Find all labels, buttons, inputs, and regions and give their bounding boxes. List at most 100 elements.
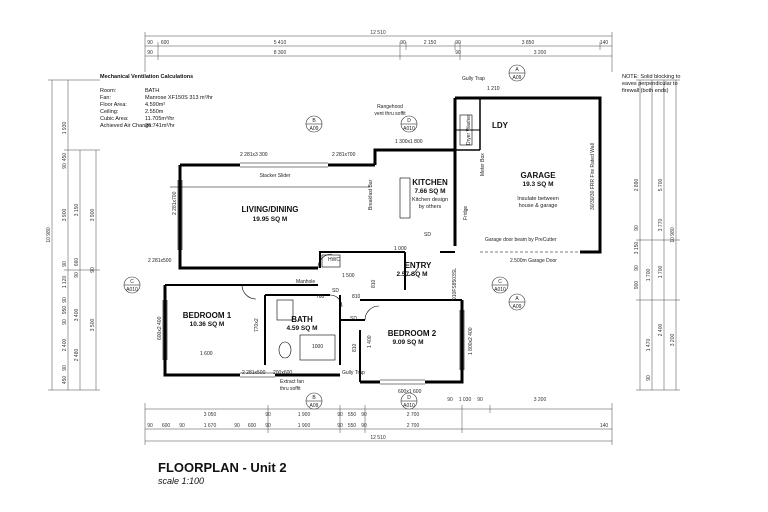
- dim: 1 030: [459, 397, 472, 403]
- room-name-living: LIVING/DINING: [242, 205, 299, 214]
- section-markers: [123, 64, 526, 410]
- dim: 1 120: [62, 276, 68, 289]
- marker-ref: A010: [403, 403, 415, 409]
- firewall-label: 30/30/30 FRR Fire Rated Wall: [590, 143, 596, 210]
- marker-ref: A09: [310, 403, 319, 409]
- dim: 90: [62, 163, 68, 169]
- dim: 3 770: [658, 219, 664, 232]
- dim: 2 700: [407, 412, 420, 418]
- room-name-garage: GARAGE: [520, 171, 556, 180]
- dimension-note: 1 500: [342, 273, 355, 279]
- calc-value: BATH: [145, 88, 159, 94]
- dim: 950: [62, 306, 68, 315]
- marker-letter: B: [312, 395, 316, 401]
- dim: 8 300: [274, 50, 287, 56]
- dim: 600: [161, 40, 170, 46]
- meter-box-label: Meter Box: [480, 153, 486, 176]
- dim: 90: [62, 319, 68, 325]
- dim: 600: [248, 423, 257, 429]
- room-name-entry: ENTRY: [405, 261, 432, 270]
- dim-overall-bottom: 12 510: [370, 435, 386, 441]
- dim: 3 200: [670, 334, 676, 347]
- calc-heading: Mechanical Ventilation Calculations: [100, 74, 193, 80]
- dimension-note: 1000: [312, 344, 323, 350]
- dim: 3 150: [74, 204, 80, 217]
- window-size: 200x600: [273, 370, 292, 376]
- breakfast-bar-label: Breakfast Bar: [368, 179, 374, 210]
- extract-fan-label: Extract fan: [280, 379, 304, 385]
- door-size: 810: [352, 343, 358, 352]
- dim: 2 400: [62, 339, 68, 352]
- window-size: 770x2: [254, 318, 260, 332]
- marker-letter: D: [407, 395, 411, 401]
- dim: 90: [361, 423, 367, 429]
- dim: 2 700: [407, 423, 420, 429]
- top-dimensions: 12 510 90 600 5 410 90 2 150 90 3 850 14…: [147, 30, 608, 56]
- dim-overall-top: 12 510: [370, 30, 386, 36]
- dim: 3 900: [62, 209, 68, 222]
- dim: 5 410: [274, 40, 287, 46]
- dim: 90: [455, 50, 461, 56]
- dim: 90: [337, 423, 343, 429]
- dryer-label: Dryer Washer: [466, 114, 472, 145]
- calc-value: 11.705m³/hr: [145, 116, 174, 122]
- calc-value: 26.741m³/hr: [145, 123, 175, 129]
- dim: 90: [455, 40, 461, 46]
- fridge-label: Fridge: [463, 206, 469, 220]
- dim: 90: [265, 412, 271, 418]
- door-size: 810: [352, 294, 361, 300]
- drawing-scale: scale 1:100: [158, 476, 205, 486]
- window-size: 2 281x500: [242, 370, 266, 376]
- stacker-slider-label: Stacker Slider: [259, 173, 290, 179]
- dim: 1 900: [298, 423, 311, 429]
- bottom-dimensions: 3 050 90 1 900 90 550 90 2 700 90 1 030 …: [147, 397, 608, 441]
- dim: 90: [62, 261, 68, 267]
- rangehood-label: vent thru soffit: [374, 111, 406, 117]
- rangehood-label: Rangehood: [377, 104, 403, 110]
- marker-letter: A: [515, 67, 519, 73]
- room-area-kitchen: 7.66 SQ M: [414, 188, 445, 195]
- window-size: 2 281x700: [332, 152, 356, 158]
- gully-trap-bottom: Gully Trap: [342, 370, 365, 376]
- dim: 5 700: [658, 179, 664, 192]
- note-line: firewall (both ends): [622, 88, 669, 94]
- dim: 140: [600, 40, 609, 46]
- dim: 90: [74, 272, 80, 278]
- calc-label: Cubic Area:: [100, 116, 129, 122]
- opening-sizes: 2 281x3 300 2 281x700 1 300x1 800 2 281x…: [148, 86, 500, 395]
- door-size: 810: [371, 279, 377, 288]
- dim: 450: [62, 376, 68, 385]
- dim: 90: [265, 423, 271, 429]
- dim: 900: [634, 281, 640, 290]
- dim: 90: [234, 423, 240, 429]
- dim: 90: [62, 297, 68, 303]
- window-size: 1 800x2 400: [468, 327, 474, 355]
- garage-door-label: 2.500m Garage Door: [510, 258, 557, 264]
- smoke-detector: SD: [424, 232, 431, 238]
- dim: 3 850: [522, 40, 535, 46]
- dim: 90: [634, 225, 640, 231]
- smoke-detector: SD: [332, 288, 339, 294]
- walls: [163, 96, 602, 384]
- window-size: 2 281x700: [172, 191, 178, 215]
- dim: 3 900: [90, 209, 96, 222]
- room-area-garage: 19.3 SQ M: [522, 181, 553, 188]
- dim: 550: [348, 412, 357, 418]
- manhole-label: Manhole: [296, 279, 315, 285]
- kitchen-note: by others: [419, 204, 442, 210]
- kitchen-note: Kitchen design: [412, 197, 448, 203]
- right-dimensions: 2 890 90 3 150 90 900 1 700 1 470 90 5 7…: [634, 179, 676, 381]
- smoke-detector: SD: [350, 316, 357, 322]
- dim: 90: [447, 397, 453, 403]
- dimension-note: 1 600: [200, 351, 213, 357]
- marker-ref: A010: [403, 126, 415, 132]
- calc-label: Ceiling:: [100, 109, 119, 115]
- dim: 3 200: [534, 397, 547, 403]
- marker-ref: A09: [513, 75, 522, 81]
- gully-trap-top: Gully Trap: [462, 76, 485, 82]
- garage-note: house & garage: [519, 203, 558, 209]
- room-name-kitchen: KITCHEN: [412, 178, 448, 187]
- dim: 1 930: [62, 122, 68, 135]
